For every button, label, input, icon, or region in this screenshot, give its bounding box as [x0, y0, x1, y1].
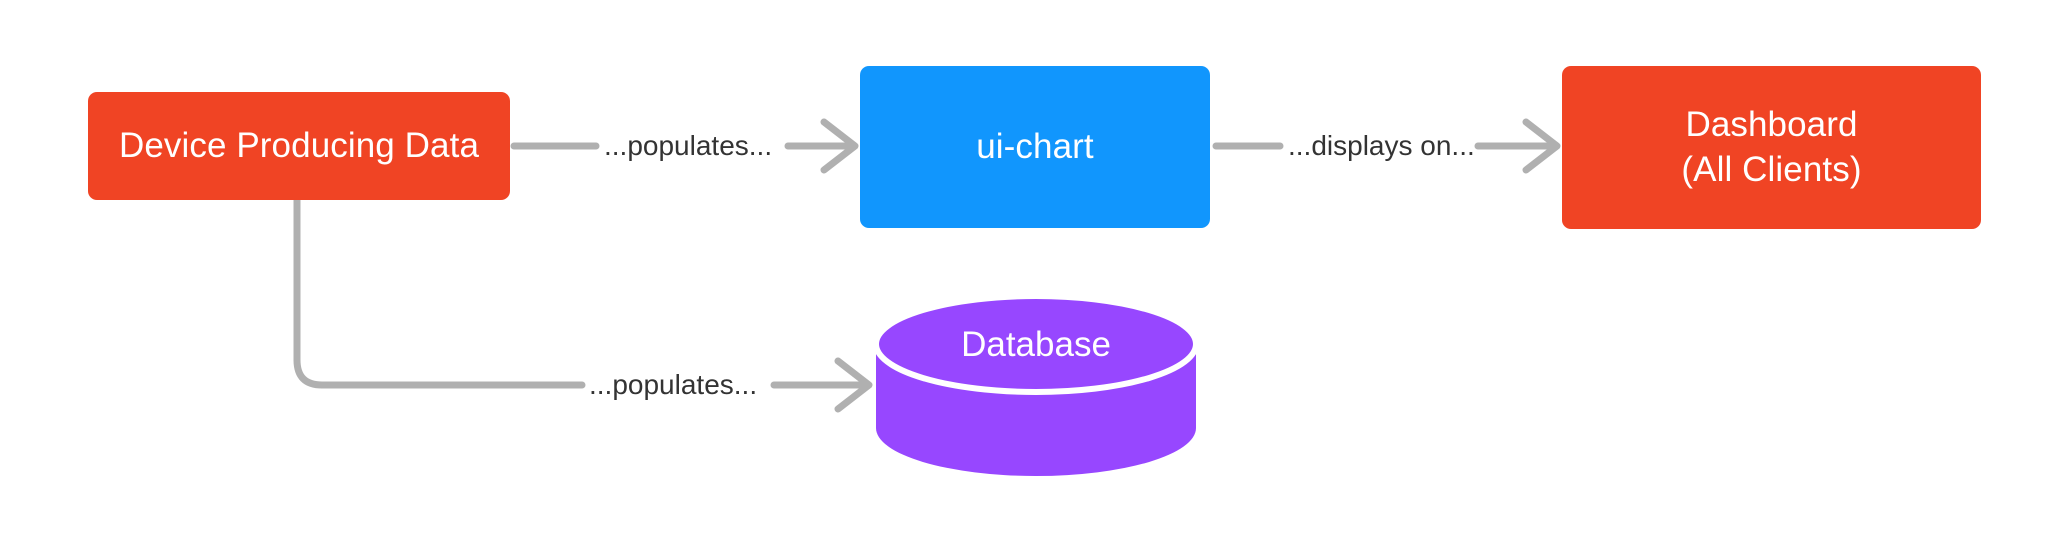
cylinder-shape-icon [876, 296, 1196, 476]
arrowhead-icon [820, 118, 859, 174]
node-device-producing-data[interactable]: Device Producing Data [88, 92, 510, 200]
node-label-line-1: Dashboard [1685, 104, 1858, 144]
arrowhead-icon [834, 357, 873, 413]
node-label: Device Producing Data [118, 125, 480, 165]
arrowhead-icon [1522, 118, 1561, 174]
edge-label-populates-device-database: ...populates... [589, 369, 758, 400]
node-dashboard[interactable]: Dashboard (All Clients) [1562, 66, 1981, 229]
edge-label-displays-on: ...displays on... [1288, 130, 1475, 161]
node-ui-chart[interactable]: ui-chart [860, 66, 1210, 228]
edge-device-to-database [293, 196, 873, 413]
node-label: ui-chart [976, 126, 1094, 166]
edge-label-populates-device-uichart: ...populates... [604, 130, 773, 161]
node-label-line-2: (All Clients) [1681, 149, 1862, 189]
node-database[interactable]: Database [876, 296, 1196, 476]
node-label: Database [961, 325, 1111, 364]
edge-device-to-uichart [510, 118, 859, 174]
edge-uichart-to-dashboard [1212, 118, 1561, 174]
